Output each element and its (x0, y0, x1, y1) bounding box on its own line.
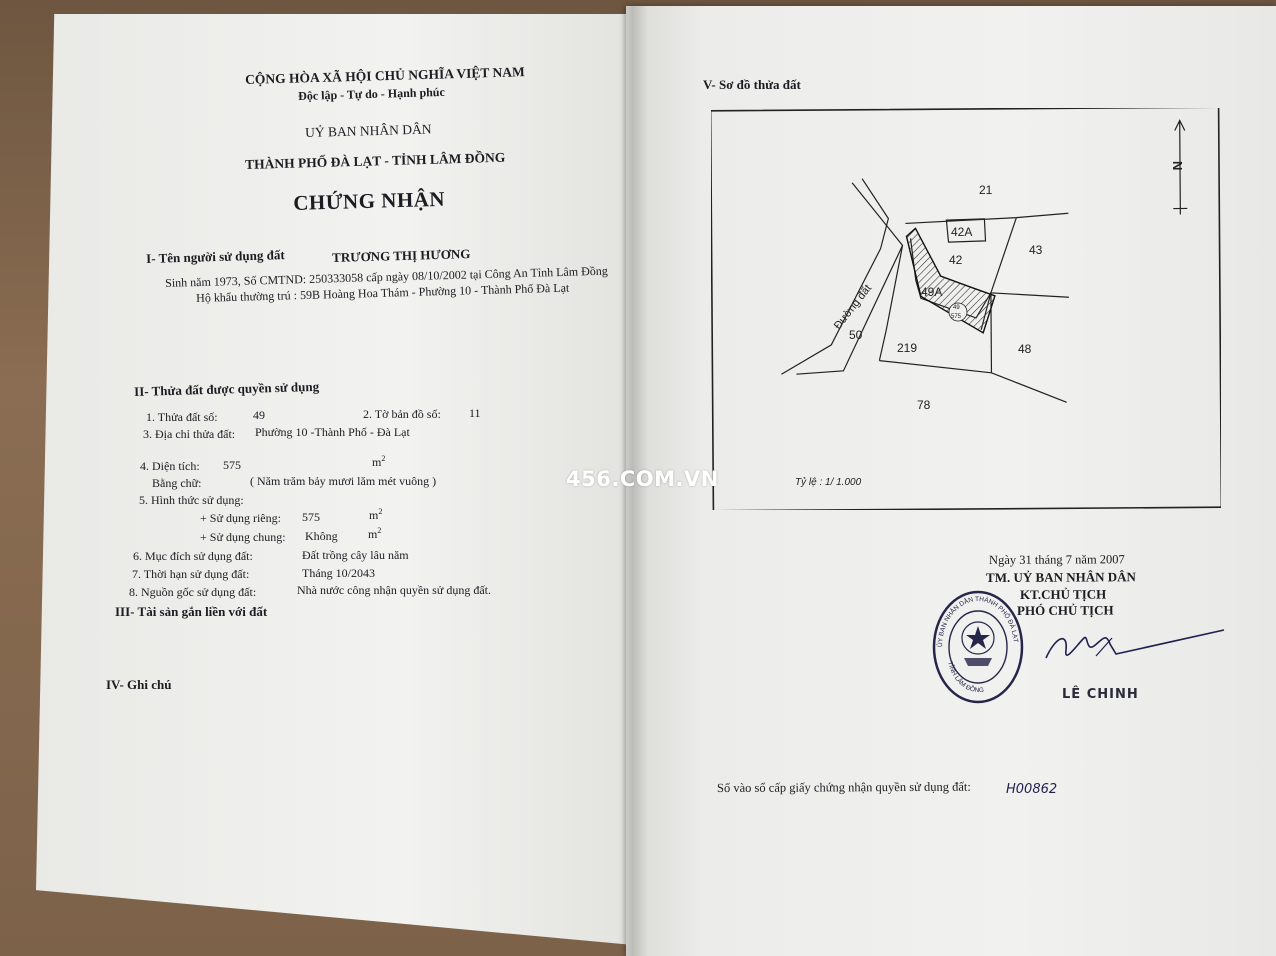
north-label: N (1170, 161, 1185, 170)
area-words-label: Bằng chữ: (152, 476, 202, 490)
watermark: 456.COM.VN (566, 467, 719, 491)
area-label: 4. Diện tích: (140, 459, 200, 473)
parcel-no-label: 1. Thửa đất số: (146, 410, 218, 424)
area-value: 575 (223, 458, 241, 472)
map-sheet-value: 11 (469, 406, 481, 420)
signer-role-deputy: PHÓ CHỦ TỊCH (1016, 602, 1114, 618)
road-edge (781, 178, 890, 375)
private-use-value: 575 (302, 510, 320, 524)
map-border (711, 108, 1221, 510)
parcel-49-number: 49 (953, 305, 960, 311)
parcel-49-highlight (905, 227, 996, 334)
area-words-value: ( Năm trăm bảy mươi lăm mét vuông ) (250, 474, 437, 488)
parcel-label: 78 (917, 398, 931, 412)
common-use-unit: m2 (368, 526, 382, 541)
signer-organization: TM. UỶ BAN NHÂN DÂN (985, 569, 1136, 585)
private-use-unit: m2 (369, 507, 383, 522)
document-title: CHỨNG NHẬN (292, 186, 446, 215)
area-unit: m2 (372, 454, 386, 469)
issue-date: Ngày 31 tháng 7 năm 2007 (988, 552, 1125, 567)
parcel-label: 42 (949, 253, 963, 267)
signer-role: KT.CHỦ TỊCH (1019, 586, 1107, 602)
signer-name: LÊ CHINH (1062, 687, 1139, 702)
parcel-label: 48 (1018, 342, 1032, 356)
term-value: Tháng 10/2043 (302, 566, 375, 580)
parcel-label: 50 (849, 328, 863, 342)
parcel-label: 42A (951, 225, 972, 239)
parcel-boundary (905, 212, 1069, 225)
parcel-49-tag (948, 302, 968, 322)
map-scale: Tỷ lệ : 1/ 1.000 (795, 476, 862, 488)
address-value: Phường 10 -Thành Phố - Đà Lạt (255, 425, 410, 439)
section-1-label: I- Tên người sử dụng đất (145, 247, 285, 266)
address-label: 3. Địa chỉ thửa đất: (143, 427, 236, 441)
official-seal: ỦY BAN NHÂN DÂN THÀNH PHỐ ĐÀ LẠT TỈNH LÂ… (932, 590, 1024, 704)
term-label: 7. Thời hạn sử dụng đất: (132, 567, 250, 581)
parcel-label: 43 (1029, 243, 1043, 257)
parcel-label: 219 (897, 341, 917, 355)
north-arrow (1173, 119, 1188, 215)
private-use-label: + Sử dụng riêng: (200, 511, 281, 525)
parcel-49-area: 575 (951, 314, 962, 320)
page-spine-shadow (620, 6, 648, 956)
owner-name: TRƯƠNG THỊ HƯƠNG (331, 246, 471, 265)
registry-number: H00862 (1006, 782, 1058, 797)
parcel-label: 49A (921, 285, 942, 299)
parcel-boundary (879, 360, 1067, 403)
parcel-label: 21 (979, 183, 993, 197)
parcel-map: 21 42A 42 43 49A 50 219 48 78 49 575 Đườ… (711, 108, 1221, 510)
certificate-left-page (36, 14, 644, 946)
parcel-boundary (990, 217, 1069, 298)
common-use-value: Không (305, 529, 338, 543)
parcel-boundary (945, 218, 987, 243)
section-5-label: V- Sơ đồ thửa đất (703, 77, 801, 92)
road-label: Đường đất (832, 283, 874, 332)
origin-label: 8. Nguồn gốc sử dụng đất: (129, 585, 257, 599)
parcel-no-value: 49 (253, 408, 265, 422)
section-4-label: IV- Ghi chú (106, 677, 172, 692)
origin-value: Nhà nước công nhận quyền sử dụng đất. (297, 583, 491, 597)
parcel-boundary (878, 245, 904, 361)
certificate-right-page (626, 6, 1276, 956)
section-3-label: III- Tài sản gắn liền với đất (115, 604, 268, 619)
handwritten-signature (1045, 629, 1225, 659)
road-edge (796, 182, 904, 375)
use-form-label: 5. Hình thức sử dụng: (139, 493, 244, 507)
purpose-value: Đất trồng cây lâu năm (302, 548, 409, 562)
purpose-label: 6. Mục đích sử dụng đất: (133, 549, 253, 563)
registry-label: Số vào sổ cấp giấy chứng nhận quyền sử d… (716, 779, 971, 795)
map-sheet-label: 2. Tờ bản đồ số: (363, 407, 441, 421)
common-use-label: + Sử dụng chung: (200, 530, 286, 544)
committee-title: UỶ BAN NHÂN DÂN (304, 121, 432, 140)
